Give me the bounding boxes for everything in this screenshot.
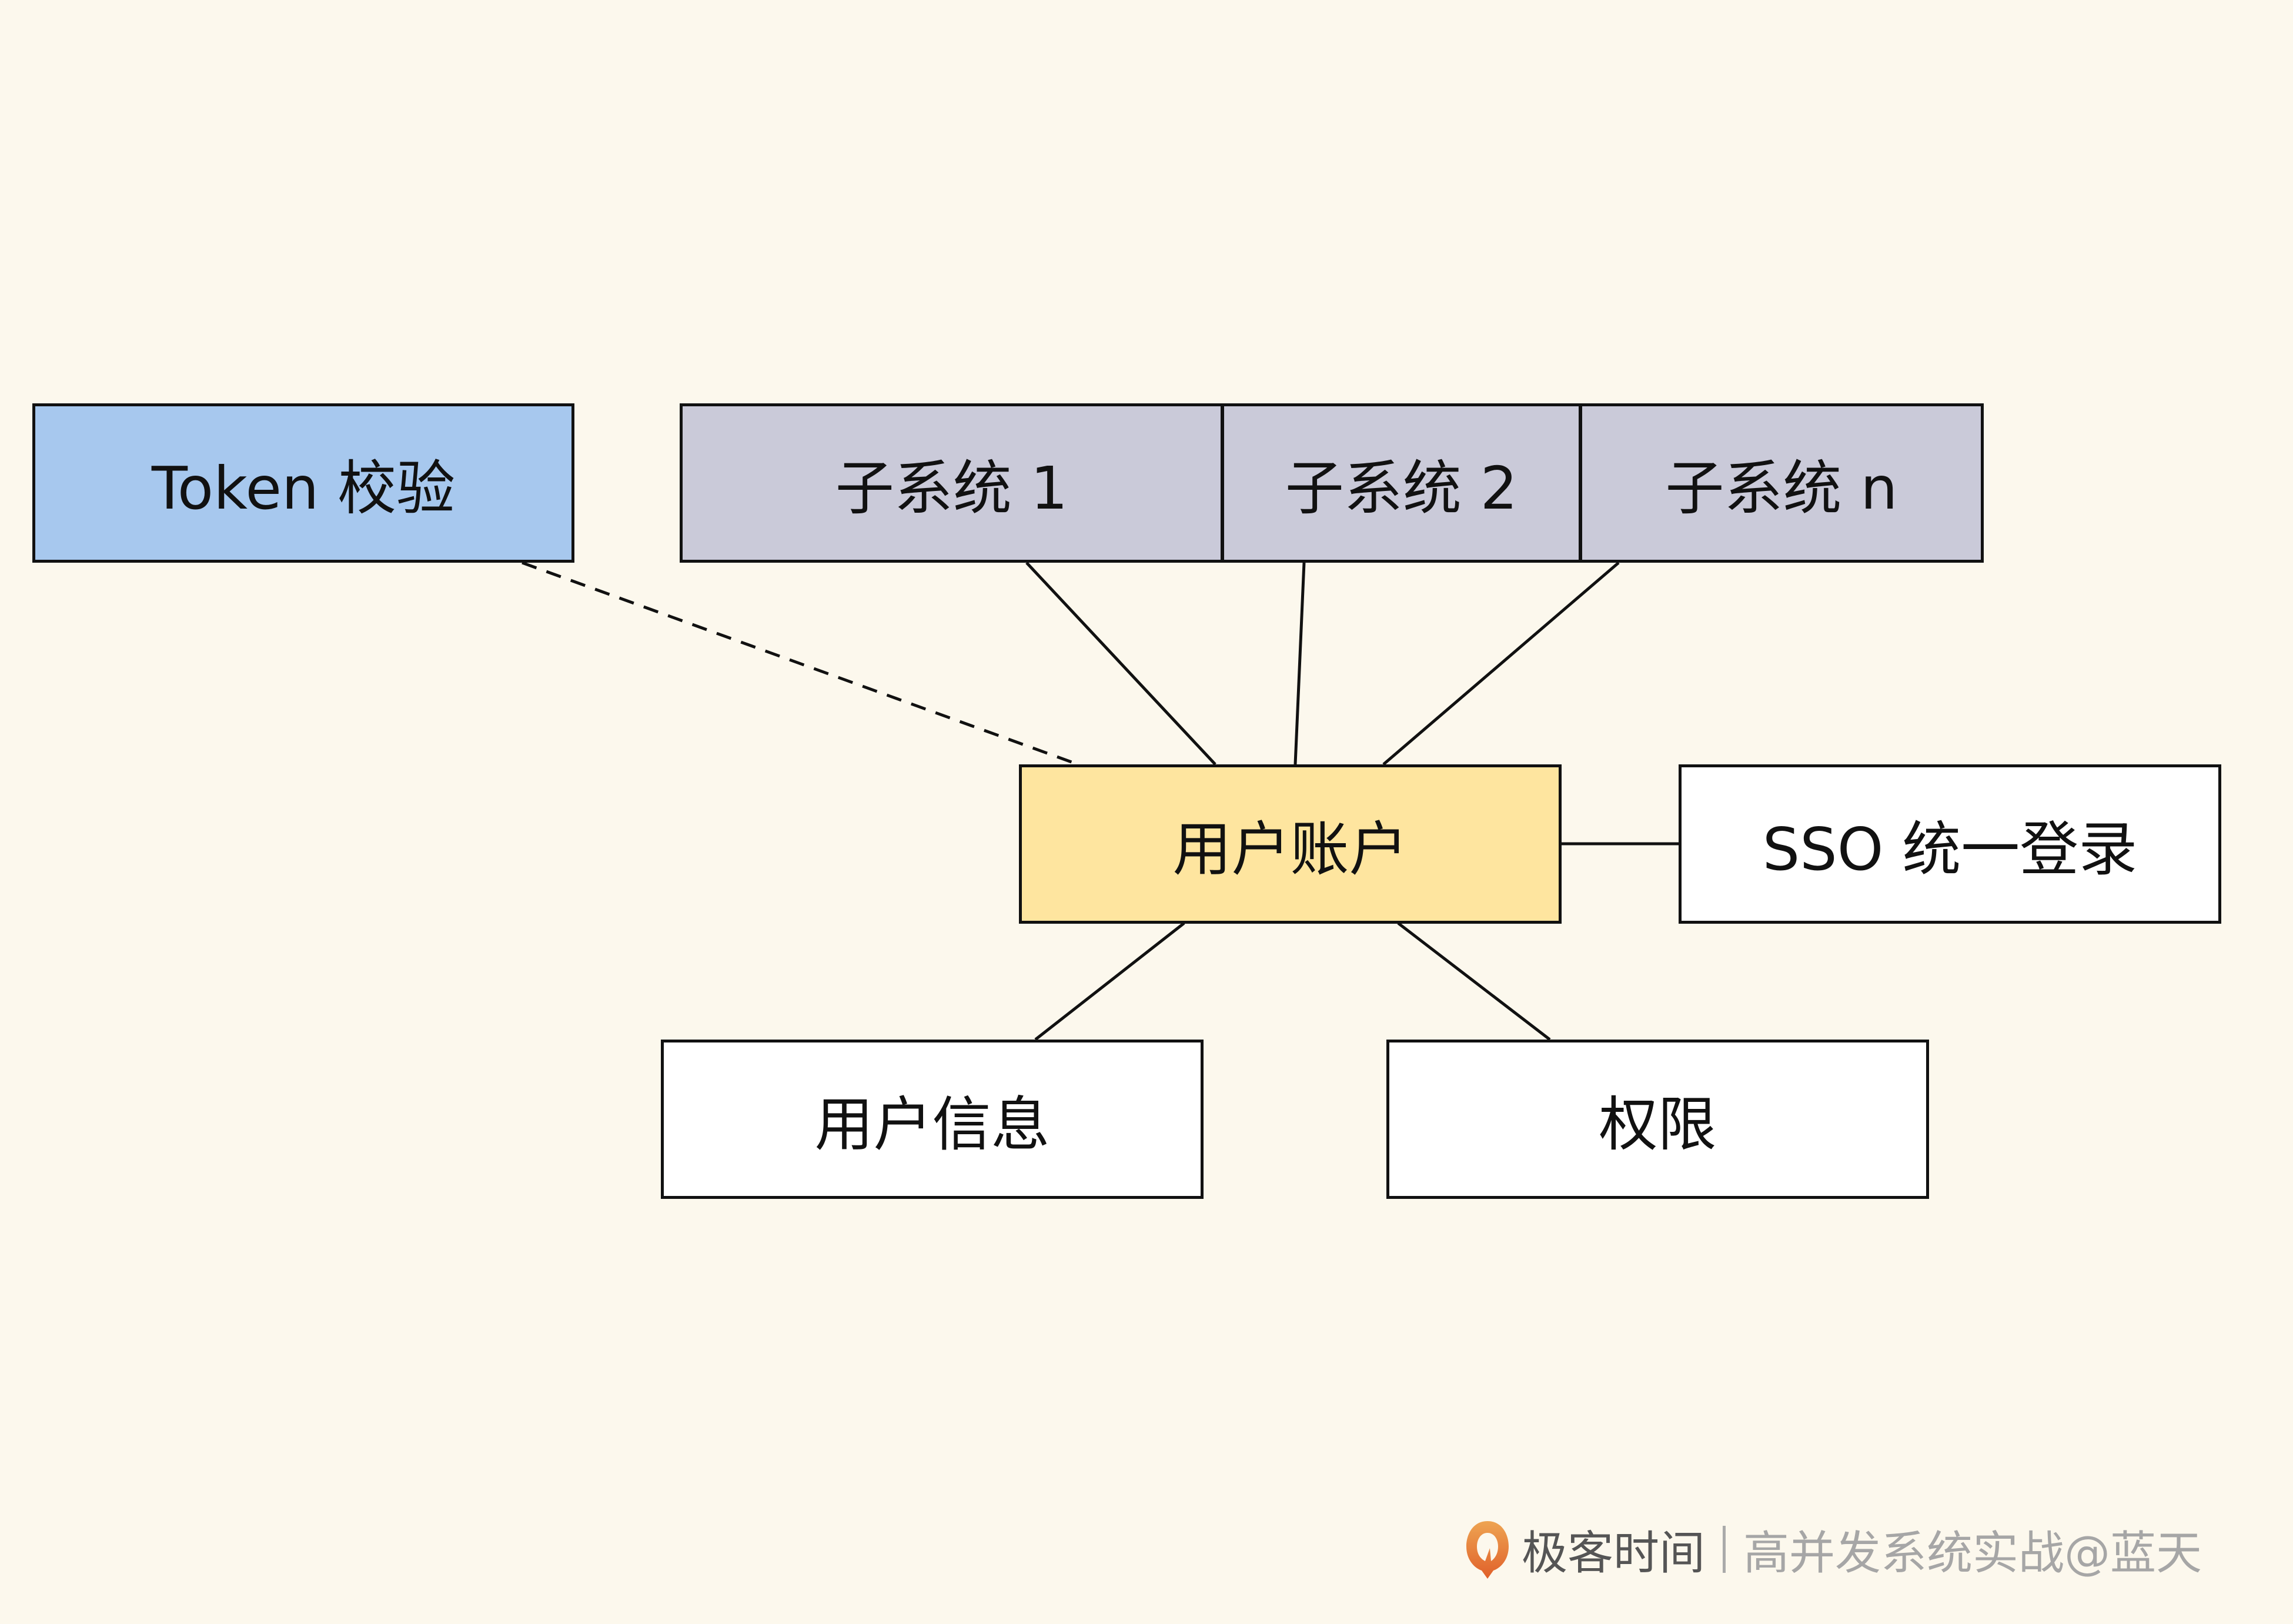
node-label: SSO 统一登录 <box>1762 815 2138 884</box>
node-label: 用户信息 <box>814 1090 1050 1159</box>
node-label: 子系统 n <box>1665 454 1898 523</box>
permission-connector <box>1397 922 1551 1041</box>
node-label: 用户账户 <box>1172 815 1408 884</box>
sso-node: SSO 统一登录 <box>1679 764 2221 924</box>
footer-course: 高并发系统实战@蓝天 <box>1743 1527 2202 1580</box>
node-label: 权限 <box>1599 1090 1717 1159</box>
user-account-node: 用户账户 <box>1019 764 1562 924</box>
node-label: 子系统 2 <box>1285 454 1518 523</box>
token-validation-node: Token 校验 <box>32 403 574 563</box>
permission-node: 权限 <box>1386 1040 1929 1199</box>
subsystem-2-node: 子系统 2 <box>1221 403 1582 563</box>
subsystem-2-connector <box>1293 562 1306 765</box>
subsystem-n-node: 子系统 n <box>1579 403 1984 563</box>
footer-watermark: 极客时间 高并发系统实战@蓝天 <box>1464 1517 2202 1582</box>
token-dashed-connector <box>522 561 1075 765</box>
subsystem-n-connector <box>1382 562 1620 766</box>
footer-brand: 极客时间 <box>1522 1527 1706 1580</box>
node-label: Token 校验 <box>151 454 456 523</box>
node-label: 子系统 1 <box>835 454 1068 523</box>
user-info-connector <box>1034 922 1185 1041</box>
geektime-logo-icon <box>1466 1521 1509 1579</box>
footer-divider <box>1723 1526 1726 1573</box>
user-info-node: 用户信息 <box>661 1040 1204 1199</box>
subsystem-1-node: 子系统 1 <box>680 403 1224 563</box>
subsystem-1-connector <box>1025 562 1216 766</box>
